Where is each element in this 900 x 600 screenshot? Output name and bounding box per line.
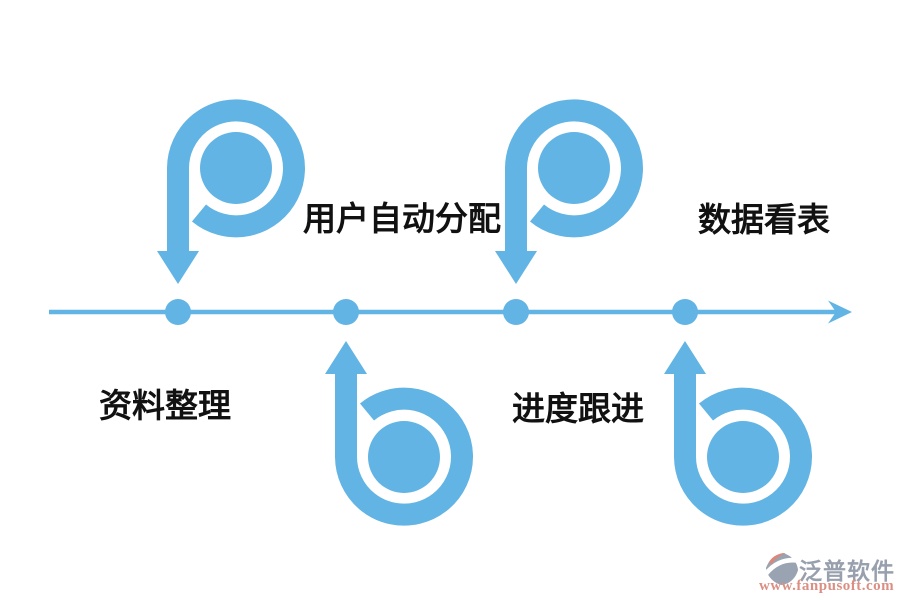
step-label-user-auto-assign: 用户自动分配 (303, 200, 501, 237)
timeline-arrowhead-icon (828, 300, 852, 324)
p-spiral-arrow-icon-1 (157, 110, 294, 284)
timeline-dot-3 (503, 299, 529, 325)
b-spiral-arrow-icon-1 (325, 341, 462, 515)
p-spiral-arrow-icon-2 (495, 110, 632, 284)
timeline-dot-1 (165, 299, 191, 325)
timeline-dot-4 (672, 299, 698, 325)
b-spiral-arrow-icon-2 (664, 341, 801, 515)
step-label-progress-follow: 进度跟进 (512, 390, 644, 427)
step-label-data-organize: 资料整理 (99, 387, 231, 424)
timeline-dot-2 (333, 299, 359, 325)
step-label-data-view: 数据看表 (698, 201, 830, 238)
